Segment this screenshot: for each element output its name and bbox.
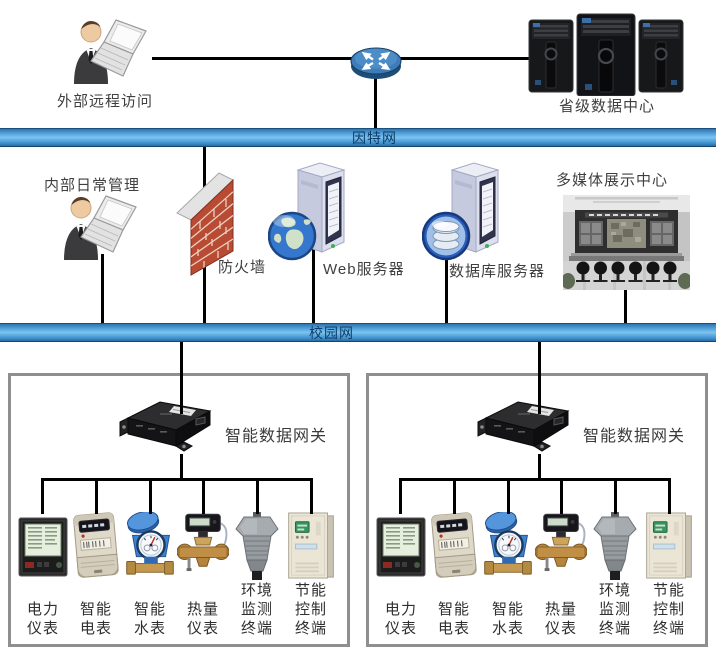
device-drop-line bbox=[507, 478, 510, 514]
connector-internal-to-campus bbox=[101, 254, 104, 323]
connector-campus-to-left-gateway bbox=[180, 342, 183, 414]
device-label: 环境监测终端 bbox=[598, 582, 631, 637]
device-label: 智能电表 bbox=[79, 601, 112, 637]
web-server-label: Web服务器 bbox=[323, 261, 405, 278]
heat-meter-icon bbox=[535, 512, 587, 580]
device-label: 电力仪表 bbox=[26, 601, 59, 637]
device-drop-line bbox=[453, 478, 456, 514]
campus-network-bus: 校园网 bbox=[0, 323, 716, 342]
power-meter-icon bbox=[375, 512, 427, 580]
device-label: 环境监测终端 bbox=[240, 582, 273, 637]
connector-web-to-campus bbox=[312, 248, 315, 323]
external-access-label: 外部远程访问 bbox=[57, 93, 154, 110]
web-server-icon bbox=[268, 158, 358, 262]
device-label: 智能电表 bbox=[437, 601, 470, 637]
energy-control-icon bbox=[285, 512, 337, 580]
power-meter-icon bbox=[17, 512, 69, 580]
firewall-label: 防火墙 bbox=[218, 259, 267, 276]
device-label: 智能水表 bbox=[491, 601, 524, 637]
database-server-icon bbox=[422, 158, 512, 262]
person-laptop-icon bbox=[68, 18, 154, 84]
water-meter-icon bbox=[482, 512, 534, 580]
connector-campus-to-right-gateway bbox=[538, 342, 541, 414]
gateway-device-icon bbox=[474, 394, 576, 456]
device-label: 电力仪表 bbox=[384, 601, 417, 637]
env-monitor-icon bbox=[231, 512, 283, 580]
device-label: 节能控制终端 bbox=[652, 582, 685, 637]
gateway-device-icon bbox=[116, 394, 218, 456]
device-bus-line bbox=[399, 478, 671, 481]
device-drop-line bbox=[149, 478, 152, 514]
server-rack-icon bbox=[527, 12, 685, 96]
control-room-photo bbox=[563, 195, 690, 290]
device-drop-line bbox=[256, 478, 259, 514]
person-laptop-icon bbox=[58, 194, 144, 260]
internet-bus: 因特网 bbox=[0, 128, 716, 147]
connector-firewall-to-campus bbox=[203, 258, 206, 323]
energy-control-icon bbox=[643, 512, 695, 580]
provincial-datacenter-label: 省级数据中心 bbox=[559, 98, 656, 115]
device-label: 热量仪表 bbox=[544, 601, 577, 637]
multimedia-center-label: 多媒体展示中心 bbox=[556, 172, 669, 189]
water-meter-icon bbox=[124, 512, 176, 580]
heat-meter-icon bbox=[177, 512, 229, 580]
electric-meter-icon bbox=[70, 512, 122, 580]
device-drop-line bbox=[41, 478, 44, 514]
device-drop-line bbox=[399, 478, 402, 514]
electric-meter-icon bbox=[428, 512, 480, 580]
gateway-label: 智能数据网关 bbox=[583, 428, 686, 445]
connector-gateway-to-bus bbox=[538, 454, 541, 480]
campus-network-bus-label: 校园网 bbox=[309, 325, 354, 341]
device-drop-line bbox=[310, 478, 313, 514]
connector-router-to-internet bbox=[374, 73, 377, 128]
connector-router-to-datacenter bbox=[398, 57, 530, 60]
gateway-zone-left: 智能数据网关 电力仪表 智能电表 智能水表 热量仪表 环境监测终端 节能控 bbox=[8, 373, 350, 647]
device-drop-line bbox=[668, 478, 671, 514]
device-label: 节能控制终端 bbox=[294, 582, 327, 637]
connector-internet-to-firewall bbox=[203, 147, 206, 197]
internet-bus-label: 因特网 bbox=[352, 130, 397, 146]
gateway-label: 智能数据网关 bbox=[225, 428, 328, 445]
env-monitor-icon bbox=[589, 512, 641, 580]
database-server-label: 数据库服务器 bbox=[449, 263, 546, 280]
device-drop-line bbox=[614, 478, 617, 514]
device-drop-line bbox=[560, 478, 563, 514]
connector-db-to-campus bbox=[445, 246, 448, 323]
device-label: 热量仪表 bbox=[186, 601, 219, 637]
device-label: 智能水表 bbox=[133, 601, 166, 637]
internal-management-label: 内部日常管理 bbox=[44, 177, 141, 194]
gateway-zone-right: 智能数据网关 电力仪表 智能电表 智能水表 热量仪表 环境监测终端 节能控 bbox=[366, 373, 708, 647]
connector-gateway-to-bus bbox=[180, 454, 183, 480]
device-drop-line bbox=[95, 478, 98, 514]
device-drop-line bbox=[202, 478, 205, 514]
connector-multimedia-to-campus bbox=[624, 286, 627, 323]
device-bus-line bbox=[41, 478, 313, 481]
connector-external-to-router bbox=[152, 57, 356, 60]
router-icon bbox=[350, 40, 402, 80]
